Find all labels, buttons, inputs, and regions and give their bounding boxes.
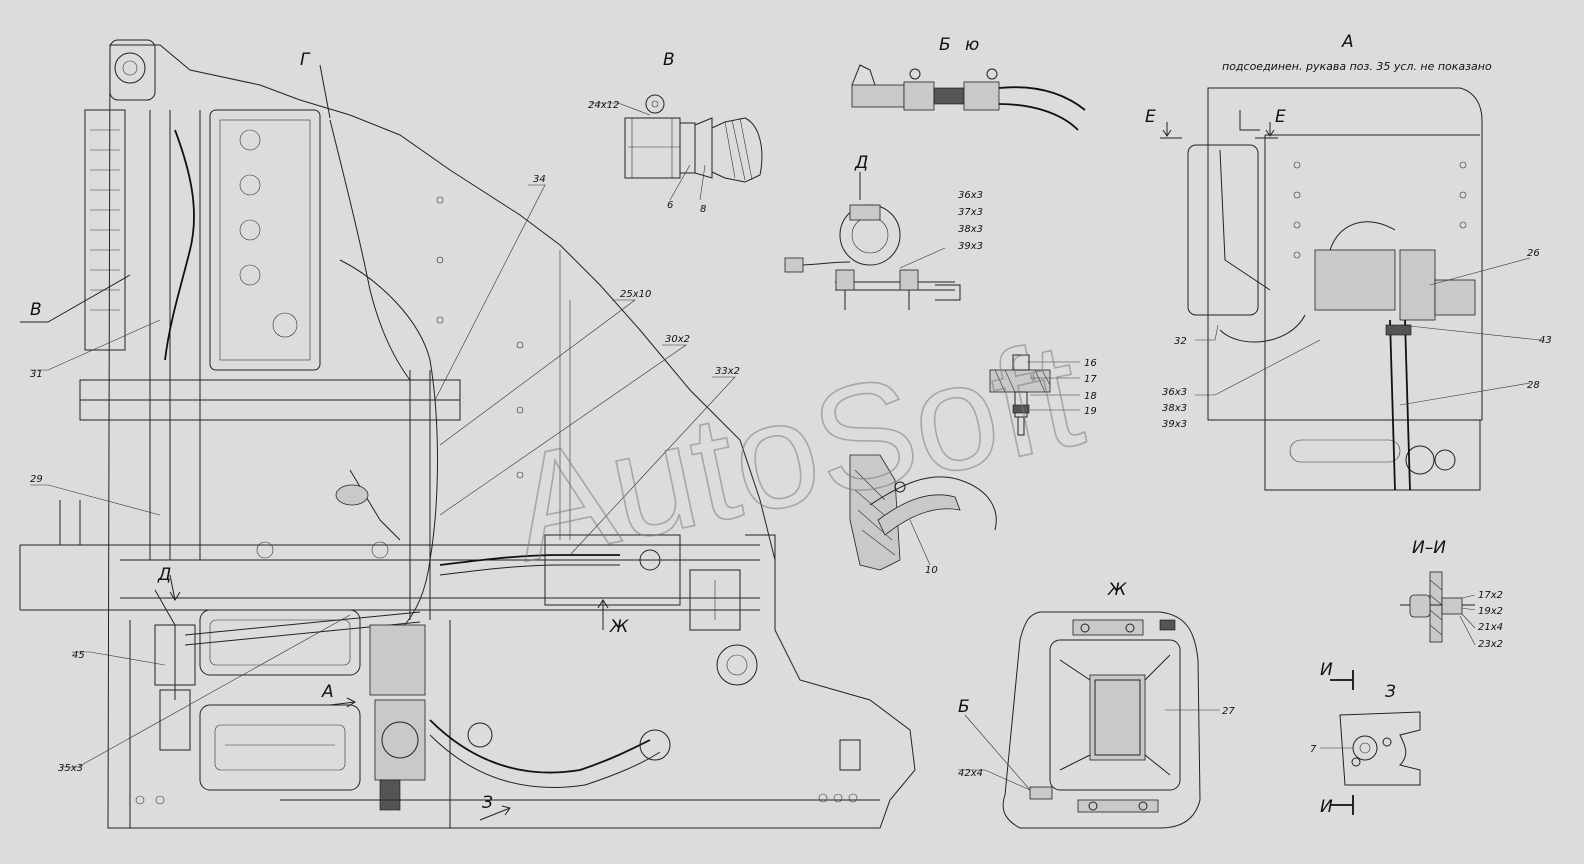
callout-39x3-d: 39х3: [958, 241, 983, 252]
callout-19x2: 19х2: [1478, 606, 1503, 617]
view-label-v: В: [663, 50, 675, 70]
callout-37x3-d: 37х3: [958, 207, 983, 218]
view-label-b-top: Б: [939, 35, 951, 55]
callout-33x2: 33х2: [715, 366, 740, 377]
callout-19: 19: [1084, 406, 1097, 417]
view-label-zh-main: Ж: [609, 617, 629, 637]
main-callouts: [30, 184, 736, 768]
view-label-e-left: Е: [1145, 107, 1156, 127]
view-label-a-main: А: [321, 682, 334, 702]
view-label-d: Д: [854, 153, 868, 173]
callout-6: 6: [667, 200, 673, 211]
detail-view-v: [590, 94, 763, 201]
callout-42x4: 42х4: [958, 768, 983, 779]
detail-view-z: [1320, 670, 1421, 815]
callout-8: 8: [700, 204, 706, 215]
callout-32: 32: [1174, 336, 1187, 347]
view-label-z: З: [1385, 682, 1396, 702]
callout-27: 27: [1222, 706, 1235, 717]
callout-26: 26: [1527, 248, 1540, 259]
callout-38x3-d: 38х3: [958, 224, 983, 235]
view-label-g: Г: [300, 50, 311, 70]
callout-30x2: 30х2: [665, 334, 690, 345]
callout-31: 31: [30, 369, 43, 380]
detail-view-b: [851, 64, 1086, 131]
main-assembly-view: [19, 39, 916, 829]
callout-23x2: 23х2: [1478, 639, 1503, 650]
detail-bolt-section: [989, 354, 1080, 436]
callout-43: 43: [1539, 335, 1552, 346]
view-label-z-main: З: [482, 793, 493, 813]
callout-7: 7: [1310, 744, 1317, 755]
view-label-e-right: Е: [1275, 107, 1286, 127]
callout-17x2: 17х2: [1478, 590, 1503, 601]
view-label-zh: Ж: [1107, 580, 1127, 600]
view-label-b-zh: Б: [958, 697, 970, 717]
view-a-note: подсоединен. рукава поз. 35 усл. не пока…: [1222, 60, 1492, 73]
view-label-i-bottom: И: [1320, 797, 1333, 817]
watermark-logo: AutoSoft: [497, 309, 1095, 593]
detail-view-zh: [958, 611, 1220, 829]
callout-38x3-a: 38х3: [1162, 403, 1187, 414]
callout-25x10: 25х10: [620, 289, 651, 300]
callout-10: 10: [925, 565, 938, 576]
view-label-i-top: И: [1320, 660, 1333, 680]
callout-45: 45: [72, 650, 85, 661]
callout-18: 18: [1084, 391, 1097, 402]
callout-39x3-a: 39х3: [1162, 419, 1187, 430]
section-arrow-mark: ю: [965, 35, 979, 55]
callout-24x12: 24х12: [588, 100, 619, 111]
callout-29: 29: [30, 474, 43, 485]
callout-34: 34: [533, 174, 546, 185]
detail-hose-section: [849, 454, 997, 571]
detail-view-a: [1187, 87, 1541, 491]
view-marks-main: [169, 64, 609, 821]
callout-35x3: 35х3: [58, 763, 83, 774]
callout-17: 17: [1084, 374, 1097, 385]
callout-36x3-d: 36х3: [958, 190, 983, 201]
view-label-d-main: Д: [157, 565, 171, 585]
view-label-ii: И–И: [1412, 538, 1446, 558]
callout-28: 28: [1527, 380, 1540, 391]
callout-21x4: 21х4: [1478, 622, 1503, 633]
view-label-a: А: [1341, 32, 1354, 52]
callout-36x3-a: 36х3: [1162, 387, 1187, 398]
view-label-v-main: В: [30, 300, 42, 320]
detail-view-ii: [1400, 571, 1476, 646]
detail-view-d: [784, 172, 961, 310]
callout-16: 16: [1084, 358, 1097, 369]
